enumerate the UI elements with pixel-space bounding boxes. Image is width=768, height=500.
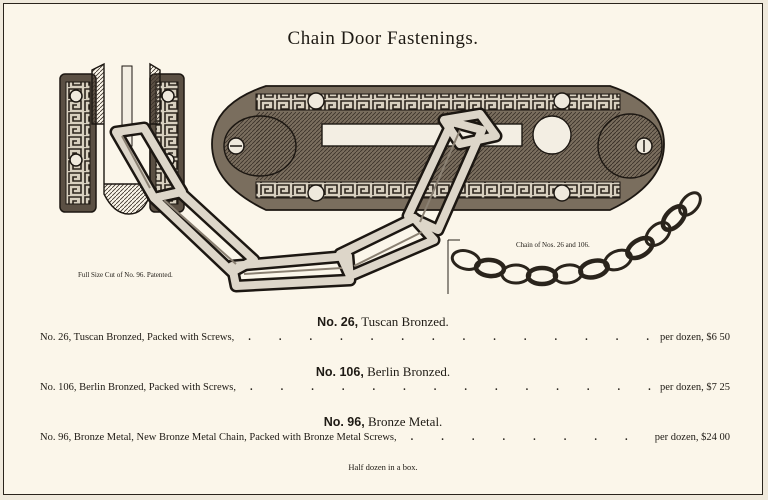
price-row: No. 106, Berlin Bronzed, Packed with Scr… — [40, 382, 730, 396]
fastener-chain — [109, 107, 503, 293]
item-heading: No. 106, Berlin Bronzed. — [4, 364, 762, 380]
price-row: No. 26, Tuscan Bronzed, Packed with Scre… — [40, 332, 730, 346]
item-number: No. 96, — [323, 415, 365, 429]
page-title: Chain Door Fastenings. — [287, 28, 479, 49]
item-number: No. 26, — [317, 315, 359, 329]
item-description: No. 106, Berlin Bronzed, Packed with Scr… — [40, 382, 236, 393]
small-chain — [450, 191, 702, 287]
item-finish: Bronze Metal. — [367, 414, 443, 429]
item-description: No. 26, Tuscan Bronzed, Packed with Scre… — [40, 332, 235, 343]
price-row: No. 96, Bronze Metal, New Bronze Metal C… — [40, 432, 730, 446]
chain-fastener-illustration — [59, 62, 702, 294]
item-finish: Berlin Bronzed. — [367, 364, 451, 379]
leader-dots: ................... — [410, 432, 655, 443]
item-price: per dozen, $24 00 — [654, 432, 730, 443]
item-number: No. 106, — [315, 365, 364, 379]
item-price: per dozen, $7 25 — [660, 382, 730, 393]
leader-dots: ................... — [248, 332, 660, 343]
item-heading: No. 26, Tuscan Bronzed. — [4, 314, 762, 330]
catalog-page: Chain Door Fastenings. — [3, 3, 763, 495]
caption-chain: Chain of Nos. 26 and 106. — [516, 241, 590, 249]
leader-dots: ................... — [249, 382, 660, 393]
item-finish: Tuscan Bronzed. — [361, 314, 449, 329]
caption-full-size-cut: Full Size Cut of No. 96. Patented. — [78, 271, 173, 279]
item-heading: No. 96, Bronze Metal. — [4, 414, 762, 430]
item-description: No. 96, Bronze Metal, New Bronze Metal C… — [40, 432, 397, 443]
item-price: per dozen, $6 50 — [660, 332, 730, 343]
footnote: Half dozen in a box. — [348, 462, 418, 472]
